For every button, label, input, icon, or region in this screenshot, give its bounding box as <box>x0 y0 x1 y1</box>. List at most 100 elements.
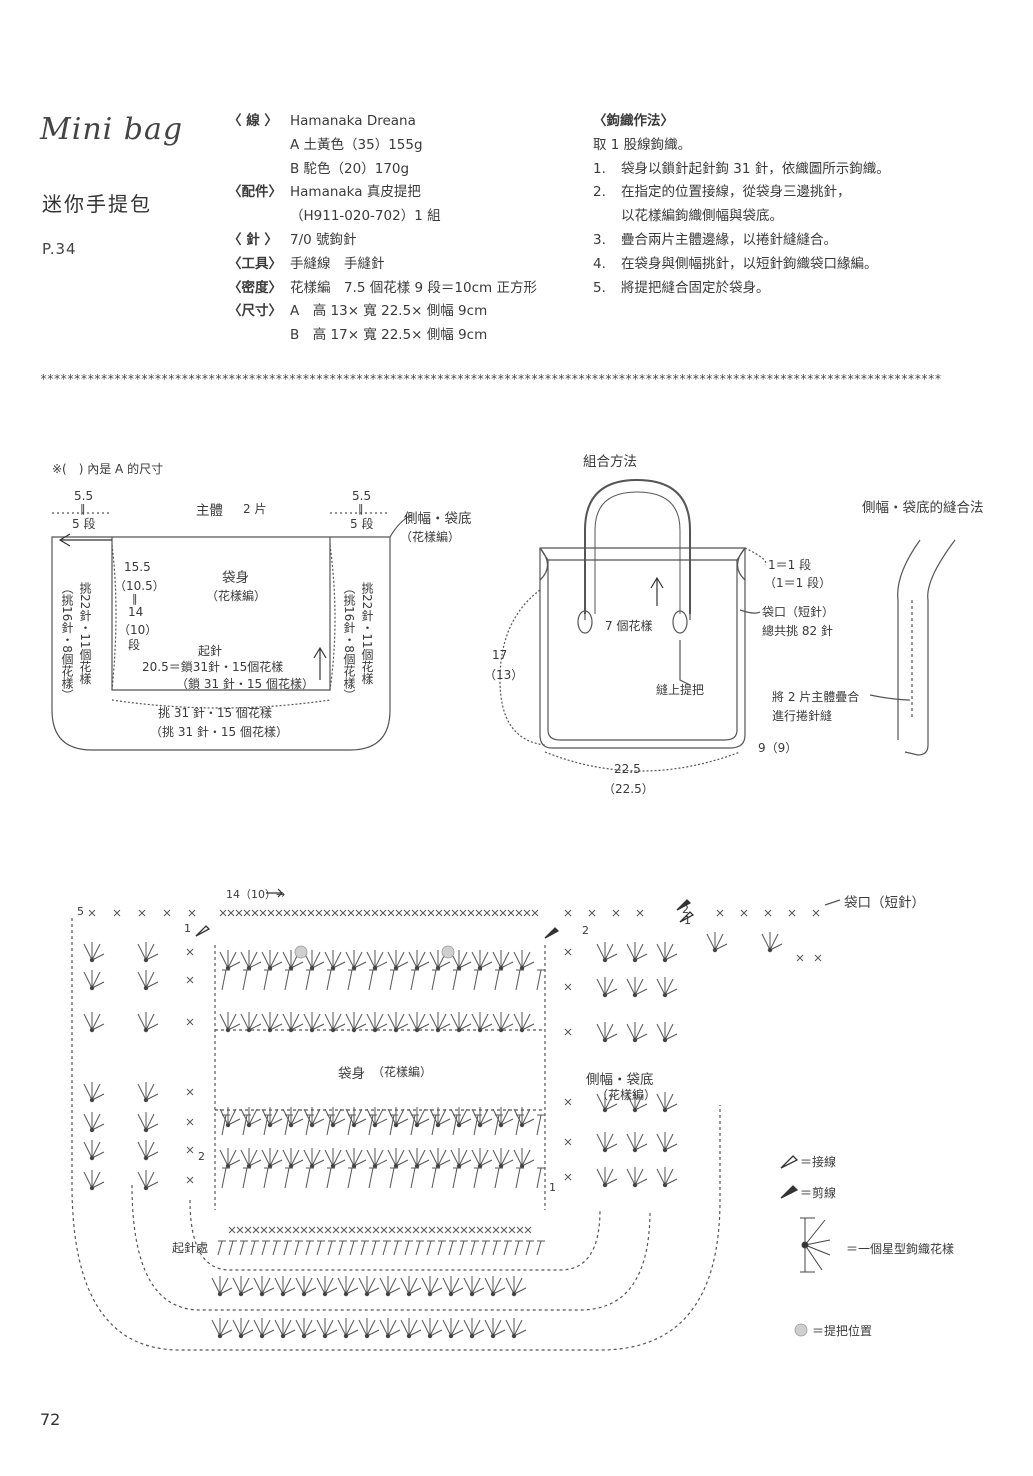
start-chain-stitch <box>268 1226 276 1234</box>
stitch-dot <box>330 1027 336 1033</box>
star-stitch-symbol <box>345 1148 367 1167</box>
dc-stitch-symbol <box>515 1167 524 1189</box>
stitch-dot <box>351 1027 357 1033</box>
chart-row-number: 1 <box>684 914 691 927</box>
stitch-dot <box>322 1291 328 1297</box>
star-stitch-symbol <box>596 977 618 996</box>
start-chain-stitch <box>492 1226 500 1234</box>
size-note: ※( ) 內是 A 的尺寸 <box>52 462 164 476</box>
stitch-dot <box>414 1122 420 1128</box>
star-stitch-symbol <box>379 1318 401 1337</box>
sc-stitch-symbol <box>186 948 194 956</box>
star-stitch-symbol <box>471 950 493 969</box>
dc-stitch-symbol <box>389 1167 398 1189</box>
stitch-dot <box>364 1291 370 1297</box>
chart-middle-contour <box>131 1184 651 1311</box>
stitch-dot <box>414 965 420 971</box>
dc-stitch-symbol <box>305 1240 314 1256</box>
rim-sc-stitch <box>764 909 772 917</box>
stitch-dot <box>309 1163 315 1169</box>
start-chain-stitch <box>460 1226 468 1234</box>
height-eq: ‖ <box>132 592 138 605</box>
stitch-dot <box>477 1122 483 1128</box>
stitch-dot <box>662 992 668 998</box>
star-stitch-symbol <box>656 1092 678 1111</box>
stitch-dot <box>477 1163 483 1169</box>
stitch-dot <box>143 1027 149 1033</box>
star-stitch-symbol <box>337 1276 359 1295</box>
legend-handle-icon <box>794 1323 808 1337</box>
star-stitch-symbol <box>379 1276 401 1295</box>
start-chain-stitch <box>364 1226 372 1234</box>
legend-star-label: ＝一個星型鉤織花樣 <box>846 1242 955 1256</box>
dc-stitch-symbol <box>426 1240 435 1256</box>
rim-sc-stitch <box>283 909 291 917</box>
star-stitch-symbol <box>261 950 283 969</box>
rim-sc-stitch <box>355 909 363 917</box>
stitch-dot <box>343 1291 349 1297</box>
stitch-dot <box>448 1333 454 1339</box>
stitch-dot <box>519 1163 525 1169</box>
stitch-dot <box>511 1333 517 1339</box>
rim-sc-stitch <box>459 909 467 917</box>
stitch-dot <box>602 957 608 963</box>
bag-row-leader <box>744 547 767 566</box>
right-top-rows: 5 段 <box>350 517 374 531</box>
rim-sc-stitch <box>467 909 475 917</box>
chart-body-label: 袋身 <box>338 1066 365 1082</box>
stitch-dot <box>414 1163 420 1169</box>
stitch-dot <box>406 1333 412 1339</box>
star-stitch-symbol <box>596 1022 618 1041</box>
star-stitch-symbol <box>626 942 648 961</box>
star-stitch-symbol <box>366 1107 388 1126</box>
dc-stitch-symbol <box>382 1240 391 1256</box>
star-stitch-symbol <box>274 1318 296 1337</box>
star-stitch-symbol <box>83 942 105 961</box>
stitch-dot <box>143 1127 149 1133</box>
start-chain-stitch <box>412 1226 420 1234</box>
stitch-dot <box>632 957 638 963</box>
stitch-dot <box>288 1027 294 1033</box>
star-stitch-symbol <box>219 950 241 969</box>
star-stitch-symbol <box>656 942 678 961</box>
right-top-value: 5.5 <box>352 489 372 503</box>
handle-tab-right <box>672 610 688 634</box>
stitch-dot <box>414 1027 420 1033</box>
stitch-dot <box>280 1291 286 1297</box>
stitch-dot <box>89 1155 95 1161</box>
stitch-dot <box>448 1291 454 1297</box>
star-stitch-symbol <box>324 950 346 969</box>
side-gusset-label: 側幅・袋底 <box>404 511 472 527</box>
start-chain-stitch <box>244 1226 252 1234</box>
star-stitch-symbol <box>400 1318 422 1337</box>
star-stitch-symbol <box>240 950 262 969</box>
star-stitch-symbol <box>219 1148 241 1167</box>
start-chain-stitch <box>516 1226 524 1234</box>
dc-stitch-symbol <box>389 969 398 991</box>
stitch-dot <box>632 1182 638 1188</box>
chart-row-number: 1 <box>184 922 191 935</box>
step: 1.袋身以鎖針起針鉤 31 針，依織圖所示鉤織。 <box>593 160 890 177</box>
rim-sc-stitch <box>427 909 435 917</box>
rim-sc-stitch <box>315 909 323 917</box>
body-sub: （花樣編） <box>206 589 267 603</box>
rim-sc-stitch <box>275 909 283 917</box>
star-stitch-symbol <box>656 1167 678 1186</box>
height-rows: 14 <box>128 605 144 619</box>
chart-side-label: 側幅・袋底 <box>586 1072 654 1088</box>
legend-handle-label: ＝提把位置 <box>812 1324 873 1338</box>
script-title: Mini bag <box>40 112 184 147</box>
start-chain-stitch <box>484 1226 492 1234</box>
rim-sc-stitch <box>88 909 96 917</box>
rim-sc-stitch <box>507 909 515 917</box>
star-stitch-symbol <box>211 1318 233 1337</box>
bag-height-curve <box>499 589 546 746</box>
left-pick-count: 挑22針・11個花樣 <box>78 582 92 685</box>
star-stitch-symbol <box>408 1012 430 1031</box>
join-yarn-icon <box>195 925 211 937</box>
star-stitch-symbol <box>492 950 514 969</box>
main-body-count: 2 片 <box>243 502 267 516</box>
dc-stitch-symbol <box>459 1240 468 1256</box>
side-gusset-sub: （花樣編） <box>400 530 461 544</box>
start-chain-label: 起針 <box>198 644 223 658</box>
